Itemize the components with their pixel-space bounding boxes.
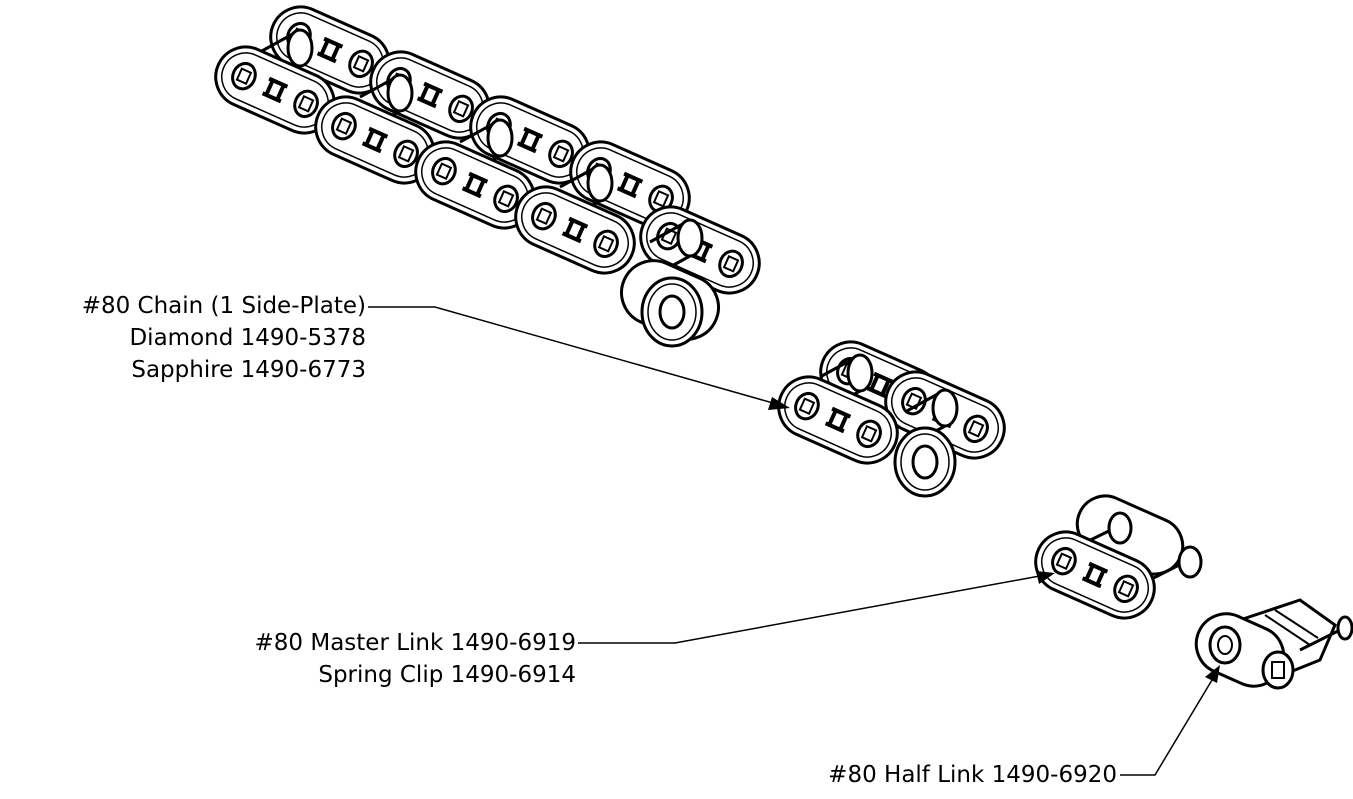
master-link-label-line1: #80 Master Link 1490-6919 [254, 630, 576, 656]
single-link [767, 330, 1016, 498]
half-link-label-line1: #80 Half Link 1490-6920 [828, 762, 1117, 788]
chain-label-line1: #80 Chain (1 Side-Plate) [81, 293, 366, 319]
chain-label: #80 Chain (1 Side-Plate) Diamond 1490-53… [82, 290, 366, 386]
master-link-label: #80 Master Link 1490-6919 Spring Clip 14… [255, 627, 576, 691]
half-link [1194, 598, 1353, 690]
master-link [1024, 494, 1203, 630]
leader-chain [368, 306, 790, 410]
chain-label-line3: Sapphire 1490-6773 [131, 357, 366, 383]
leader-master-link [578, 571, 1055, 644]
chain-assembly [204, 0, 771, 348]
chain-label-line2: Diamond 1490-5378 [129, 325, 366, 351]
master-link-label-line2: Spring Clip 1490-6914 [318, 662, 576, 688]
half-link-label: #80 Half Link 1490-6920 [828, 759, 1117, 791]
leader-half-link [1120, 665, 1220, 776]
